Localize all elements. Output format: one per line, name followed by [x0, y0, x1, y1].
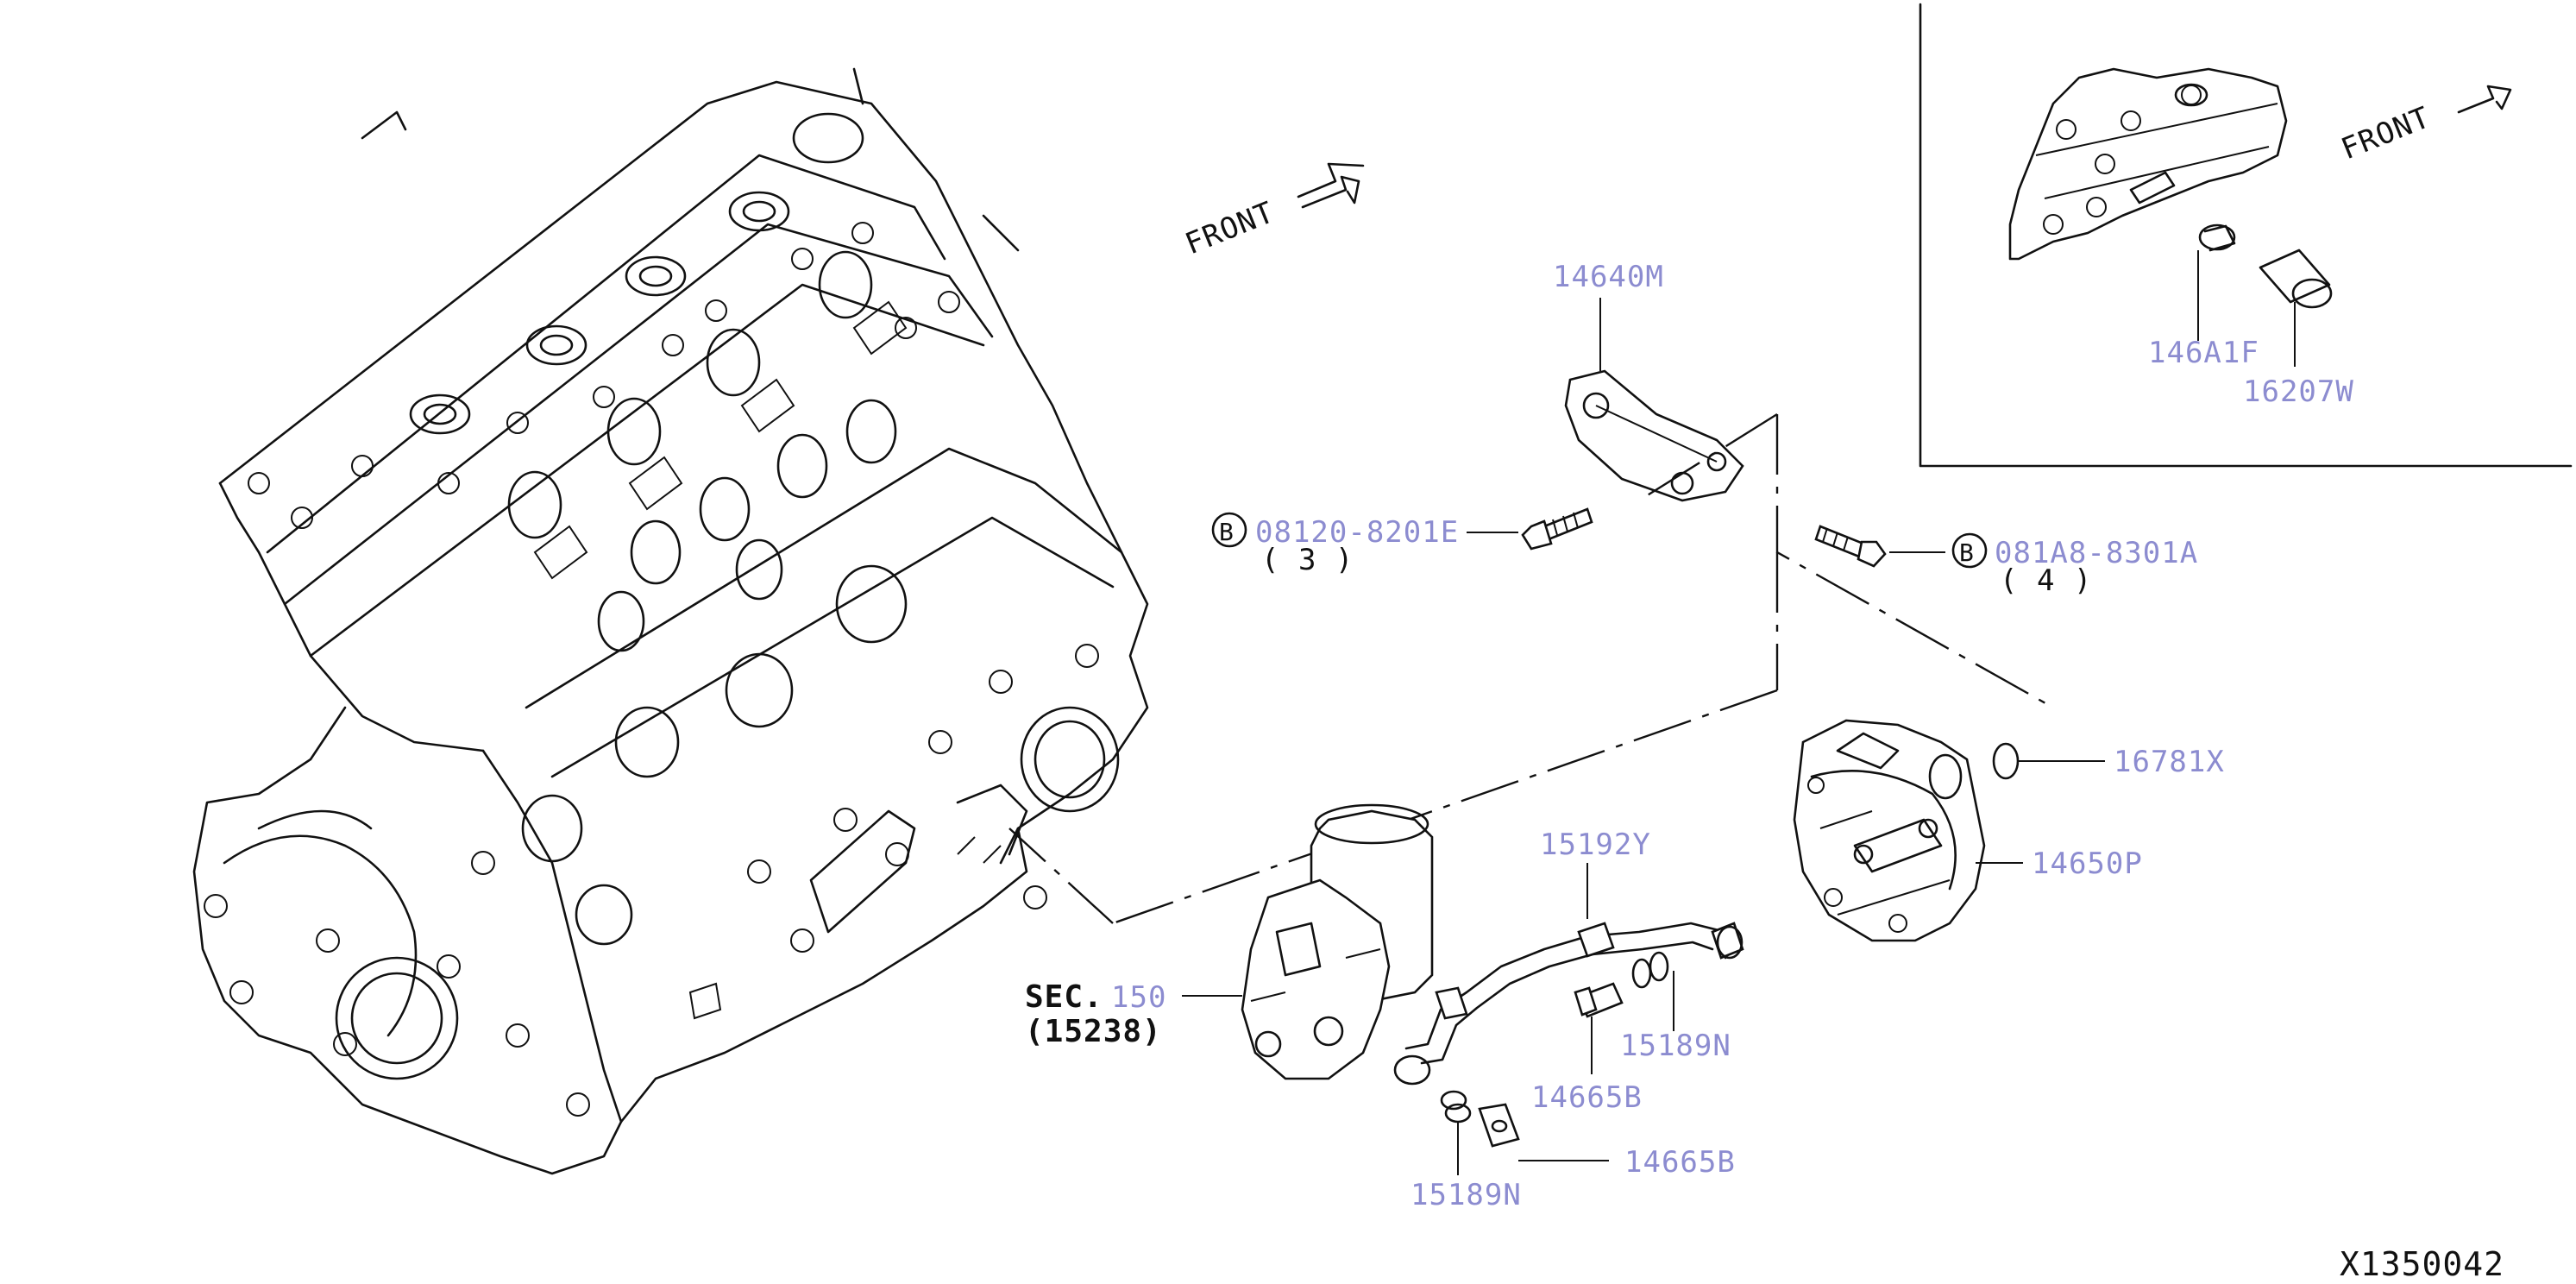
sec-number: 150	[1111, 980, 1166, 1015]
hose-16207W	[2259, 249, 2333, 309]
oil-filter-assembly	[1241, 803, 1434, 1080]
part-number-15189N-upper: 15189N	[1620, 1029, 1731, 1063]
banjo-bolt-14665B-lower	[1478, 1103, 1520, 1148]
part-number-14665B-upper: 14665B	[1531, 1080, 1643, 1115]
washer-15189N-lower	[1440, 1090, 1467, 1111]
part-number-15192Y: 15192Y	[1540, 828, 1651, 862]
part-number-15189N-lower: 15189N	[1411, 1178, 1522, 1212]
hose-clamp-146A1F	[2198, 223, 2236, 252]
part-number-16207W: 16207W	[2243, 374, 2354, 409]
bolt-symbol-circle-left	[1211, 512, 1247, 548]
washer-15189N-upper-2	[1631, 958, 1652, 989]
bolt-08120-8201E	[1521, 507, 1593, 551]
inset-detail: 146A1F 16207W FRONT	[1919, 3, 2573, 468]
part-number-146A1F: 146A1F	[2148, 336, 2259, 370]
engine-block-illustration	[192, 67, 1149, 1175]
diagram-id: X1350042	[2340, 1245, 2504, 1281]
vacuum-pump-14650P	[1793, 719, 1986, 942]
banjo-bolt-14665B-upper	[1574, 982, 1624, 1018]
sec-prefix: SEC.	[1025, 979, 1103, 1015]
part-number-14640M: 14640M	[1553, 260, 1664, 294]
bolt-081A8-8301A	[1814, 525, 1887, 568]
inset-front-label: FRONT	[2336, 100, 2435, 167]
oil-tube-15192Y	[1393, 922, 1744, 1086]
bolt-symbol-left: B	[1219, 518, 1235, 546]
sec-sub-reference: (15238)	[1025, 1014, 1162, 1049]
quantity-08120-8201E: ( 3 )	[1261, 543, 1354, 577]
washer-15189N-upper	[1649, 951, 1669, 982]
o-ring-16781X	[1992, 742, 2020, 780]
quantity-081A8-8301A: ( 4 )	[2000, 563, 2092, 598]
part-number-14665B-lower: 14665B	[1624, 1145, 1736, 1180]
part-number-16781X: 16781X	[2114, 745, 2225, 779]
front-label: FRONT	[1180, 195, 1279, 261]
part-number-08120-8201E: 08120-8201E	[1255, 515, 1459, 550]
washer-15189N-lower-2	[1444, 1103, 1472, 1124]
part-number-081A8-8301A: 081A8-8301A	[1995, 536, 2198, 570]
front-direction-arrow: FRONT	[1180, 162, 1365, 261]
bolt-symbol-circle-right	[1951, 532, 1988, 569]
bolt-symbol-right: B	[1959, 538, 1975, 567]
bracket-14640M	[1564, 369, 1744, 502]
part-number-14650P: 14650P	[2032, 847, 2143, 881]
